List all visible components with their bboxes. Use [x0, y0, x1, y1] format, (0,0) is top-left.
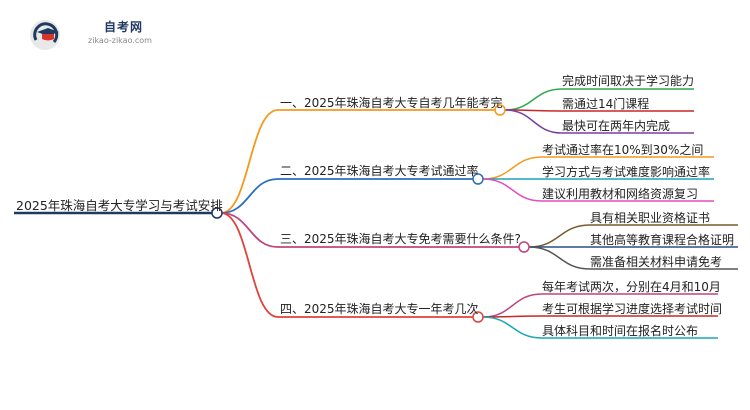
leaf-3-1-label: 具有相关职业资格证书	[590, 211, 711, 225]
leaf-1-1-connector	[504, 88, 563, 111]
leaf-1-3-connector	[504, 109, 563, 134]
leaf-4-2-label: 考生可根据学习进度选择考试时间	[542, 302, 723, 316]
branch-4-label: 四、2025年珠海自考大专一年考几次	[280, 302, 479, 316]
mortarboard-icon	[30, 20, 60, 50]
leaf-3-3-connector	[528, 246, 591, 270]
leaf-2-1-connector	[482, 156, 543, 180]
leaf-4-1-connector	[482, 293, 543, 318]
leaf-3-3-label: 需准备相关材料申请免考	[590, 255, 723, 269]
site-logo[interactable]: 自考网 zikao-zikao.com	[28, 14, 152, 54]
branch-2-node	[472, 173, 484, 185]
branch-2-connector	[220, 178, 279, 214]
leaf-3-1-connector	[528, 224, 591, 248]
leaf-4-1-label: 每年考试两次，分别在4月和10月	[542, 280, 721, 294]
leaf-1-3-label: 最快可在两年内完成	[562, 119, 671, 133]
logo-url: zikao-zikao.com	[88, 36, 152, 45]
mindmap-root-label: 2025年珠海自考大专学习与考试安排	[16, 198, 223, 213]
logo-title: 自考网	[104, 20, 144, 34]
branch-1-connector	[220, 109, 279, 214]
leaf-1-1-label: 完成时间取决于学习能力	[562, 74, 695, 88]
leaf-2-3-connector	[482, 178, 543, 202]
root-node	[211, 207, 223, 219]
leaf-3-2-label: 其他高等教育课程合格证明	[590, 233, 735, 247]
leaf-2-2-label: 学习方式与考试难度影响通过率	[542, 165, 711, 179]
leaf-4-3-connector	[482, 316, 543, 339]
branch-2-label: 二、2025年珠海自考大专考试通过率	[280, 164, 479, 178]
branch-3-node	[518, 241, 530, 253]
branch-4-node	[472, 311, 484, 323]
branch-3-label: 三、2025年珠海自考大专免考需要什么条件?	[280, 232, 521, 246]
branch-1-label: 一、2025年珠海自考大专自考几年能考完	[280, 96, 503, 110]
branch-1-node	[494, 104, 506, 116]
branch-3-connector	[220, 212, 279, 248]
leaf-2-1-label: 考试通过率在10%到30%之间	[542, 143, 704, 157]
branch-4-connector	[220, 212, 279, 318]
leaf-1-2-label: 需通过14门课程	[562, 97, 650, 111]
leaf-2-3-label: 建议利用教材和网络资源复习	[542, 187, 699, 201]
leaf-4-3-label: 具体科目和时间在报名时公布	[542, 324, 699, 338]
